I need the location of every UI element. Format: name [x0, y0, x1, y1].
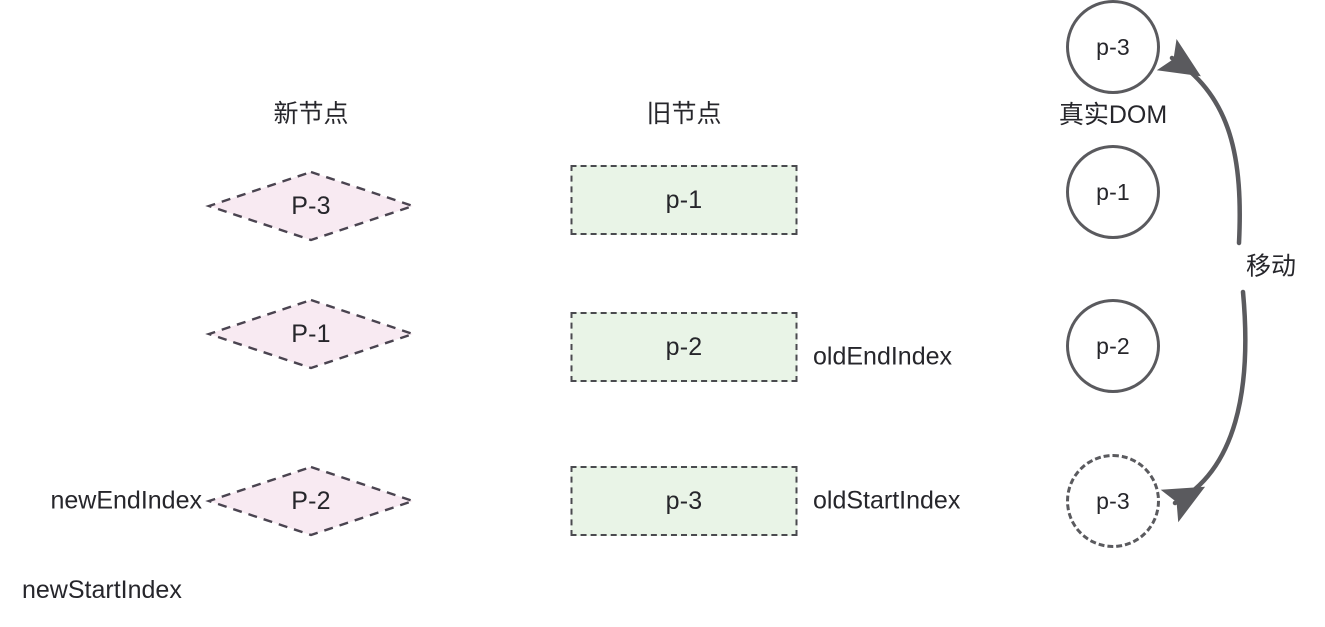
pointer-old-end-index: oldEndIndex: [813, 342, 953, 371]
dom-node-label-1: p-1: [1096, 178, 1130, 205]
diamond-shape-icon: [205, 170, 417, 242]
old-node-label-1: p-2: [665, 332, 703, 361]
diamond-shape-icon: [205, 465, 417, 537]
new-node-diamond-0[interactable]: P-3: [205, 169, 417, 243]
old-node-label-0: p-1: [665, 185, 703, 214]
move-annotation-label: 移动: [1241, 251, 1301, 283]
new-node-diamond-2[interactable]: P-2: [205, 464, 417, 538]
dom-node-circle-2[interactable]: p-2: [1066, 299, 1160, 393]
dom-node-circle-3[interactable]: p-3: [1066, 454, 1160, 548]
dom-node-circle-0[interactable]: p-3: [1066, 0, 1160, 94]
pointer-new-start-index: newStartIndex: [22, 576, 182, 604]
old-node-label-2: p-3: [665, 486, 703, 515]
dom-node-label-0: p-3: [1096, 33, 1130, 60]
dom-node-label-2: p-2: [1096, 332, 1130, 359]
column-header-real-dom: 真实DOM: [1058, 101, 1168, 129]
dom-node-circle-1[interactable]: p-1: [1066, 145, 1160, 239]
old-node-box-2[interactable]: p-3: [570, 466, 798, 536]
column-header-new-nodes: 新节点: [273, 100, 349, 128]
old-node-box-1[interactable]: p-2: [570, 312, 798, 382]
column-header-old-nodes: 旧节点: [646, 100, 722, 128]
diamond-shape-icon: [205, 298, 417, 370]
new-node-diamond-1[interactable]: P-1: [205, 297, 417, 371]
pointer-old-start-index: oldStartIndex: [813, 486, 961, 515]
pointer-new-end-index: newEndIndex: [50, 486, 202, 515]
old-node-box-0[interactable]: p-1: [570, 165, 798, 235]
dom-node-label-3: p-3: [1096, 487, 1130, 514]
